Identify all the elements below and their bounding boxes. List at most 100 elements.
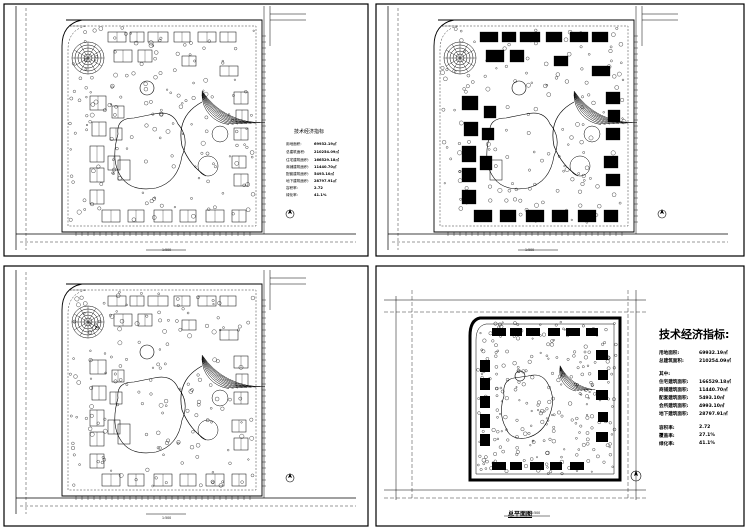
tree-symbol	[75, 416, 78, 419]
tree-symbol	[573, 350, 577, 354]
tree-symbol	[96, 164, 101, 169]
tree-symbol	[499, 335, 502, 338]
tree-symbol	[568, 331, 573, 336]
tree-symbol	[534, 41, 538, 46]
tree-symbol	[210, 95, 214, 99]
round-node	[211, 125, 229, 143]
tree-symbol	[235, 143, 239, 147]
tree-symbol	[196, 295, 200, 299]
tree-symbol	[562, 327, 565, 331]
tree-symbol	[463, 49, 466, 53]
sheet-frame-1	[3, 3, 369, 257]
tree-symbol	[501, 449, 505, 454]
tree-symbol	[115, 147, 119, 151]
tree-symbol	[145, 467, 150, 472]
tree-symbol	[89, 91, 92, 94]
tree-symbol	[480, 372, 484, 375]
building-block	[480, 434, 490, 446]
tree-symbol	[607, 356, 611, 360]
fan-arc	[201, 358, 234, 389]
lawn-court	[489, 159, 503, 181]
tree-symbol	[95, 55, 98, 59]
tree-symbol	[551, 371, 554, 375]
tree-symbol	[70, 414, 73, 418]
tree-symbol	[528, 186, 532, 191]
tree-symbol	[169, 91, 172, 94]
tree-symbol	[185, 408, 190, 413]
tree-symbol	[621, 119, 627, 125]
row-label: 其中:	[659, 372, 671, 377]
tree-symbol	[614, 354, 618, 357]
tree-symbol	[212, 162, 215, 166]
tree-symbol	[557, 410, 561, 415]
plaza-spoke	[451, 44, 461, 59]
tree-symbol	[582, 324, 585, 328]
tree-symbol	[211, 299, 215, 302]
tree-symbol	[192, 81, 195, 85]
tree-symbol	[567, 466, 572, 470]
tree-symbol	[212, 303, 215, 306]
tree-symbol	[576, 385, 579, 389]
tree-symbol	[578, 431, 581, 434]
tree-symbol	[83, 58, 88, 62]
plaza-spoke	[459, 57, 474, 67]
tree-symbol	[512, 361, 517, 366]
tree-symbol	[76, 209, 82, 215]
tree-symbol	[505, 349, 509, 354]
tree-symbol	[235, 129, 239, 134]
tree-symbol	[563, 448, 566, 451]
tree-symbol	[604, 328, 608, 332]
tree-symbol	[110, 469, 113, 472]
tree-symbol	[77, 98, 82, 102]
row-label: 住宅建筑面积:	[286, 158, 309, 162]
fan-arc	[201, 356, 252, 388]
tree-symbol	[493, 459, 497, 463]
tree-symbol	[512, 335, 516, 338]
tree-symbol	[165, 440, 169, 445]
tree-symbol	[488, 148, 491, 151]
tree-symbol	[480, 375, 484, 379]
tree-symbol	[618, 42, 624, 47]
tree-symbol	[481, 349, 486, 354]
tree-symbol	[175, 319, 179, 323]
tree-symbol	[552, 426, 556, 429]
fence-line	[67, 289, 257, 491]
tree-symbol	[76, 380, 81, 385]
tree-symbol	[515, 446, 519, 450]
tree-symbol	[493, 452, 497, 456]
tree-symbol	[480, 348, 484, 352]
tree-symbol	[534, 220, 537, 223]
building-block	[510, 462, 522, 470]
north-arrow-head	[660, 209, 664, 214]
tree-symbol	[477, 463, 480, 467]
round-pavilion	[139, 344, 155, 360]
tree-symbol	[621, 78, 625, 81]
tree-symbol	[129, 135, 134, 139]
tree-symbol	[116, 403, 120, 407]
tree-symbol	[515, 435, 519, 439]
tree-symbol	[71, 62, 75, 66]
tree-symbol	[547, 399, 552, 404]
tree-symbol	[589, 381, 593, 385]
tree-symbol	[580, 105, 585, 109]
north-arrow-head	[634, 470, 638, 476]
row-value: 2.72	[699, 425, 711, 430]
tree-symbol	[587, 397, 590, 400]
tree-symbol	[111, 171, 115, 175]
tree-symbol	[210, 479, 215, 484]
tree-symbol	[191, 96, 196, 100]
tree-symbol	[482, 462, 486, 466]
tree-symbol	[158, 348, 161, 351]
building-block	[605, 91, 621, 105]
row-value: 41.1%	[699, 441, 715, 446]
tree-symbol	[99, 182, 104, 186]
tree-symbol	[113, 36, 117, 40]
tree-symbol	[245, 127, 248, 130]
master-plan	[384, 290, 646, 517]
tree-symbol	[533, 182, 537, 187]
tree-symbol	[551, 429, 556, 433]
tree-symbol	[167, 319, 170, 322]
tree-symbol	[542, 332, 546, 337]
tree-symbol	[620, 98, 625, 102]
tree-symbol	[96, 460, 100, 464]
